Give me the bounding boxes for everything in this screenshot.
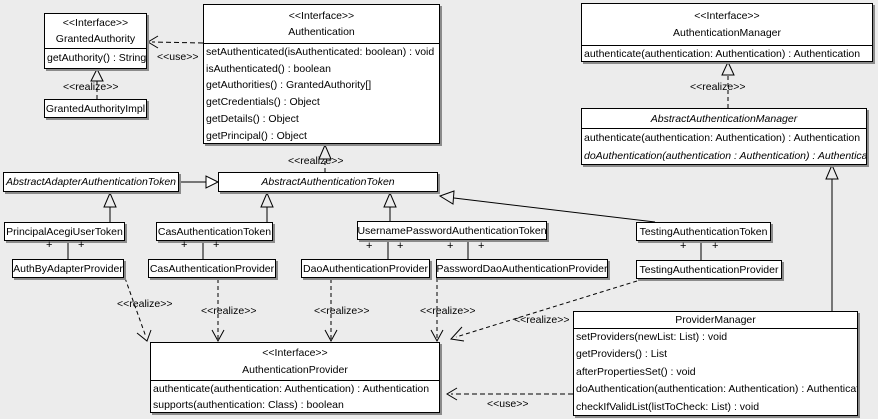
method-label: setProviders(newList: List) : void	[576, 331, 728, 343]
class-name: TestingAuthenticationProvider	[639, 263, 779, 276]
class-name: AuthenticationProvider	[242, 363, 348, 376]
class-authbyadapterprovider[interactable]: AuthByAdapterProvider	[12, 259, 124, 278]
plus-marker: +	[78, 239, 85, 251]
class-name: DaoAuthenticationProvider	[303, 262, 428, 275]
class-name: AuthenticationManager	[673, 27, 781, 40]
realize-arrow-grantedauthorityimpl	[90, 67, 104, 99]
gen-arrow-providermanager	[825, 163, 839, 311]
gen-arrow-testingauthenticationtoken	[438, 190, 656, 223]
realize-label: <<realize>>	[314, 305, 370, 317]
realize-label: <<realize>>	[63, 81, 119, 93]
class-name: PasswordDaoAuthenticationProvider	[436, 262, 608, 275]
class-name: PrincipalAcegiUserToken	[6, 225, 123, 238]
method-label: getPrincipal() : Object	[206, 129, 307, 142]
stereotype-label: <<Interface>>	[262, 347, 328, 360]
class-principalacegiusertoken[interactable]: PrincipalAcegiUserToken	[4, 222, 125, 241]
class-authenticationprovider[interactable]: <<Interface>> AuthenticationProvider aut…	[150, 342, 440, 413]
realize-arrow-authbyadapterprovider	[124, 277, 152, 342]
class-name: GrantedAuthority	[55, 32, 136, 45]
stereotype-label: <<Interface>>	[694, 9, 760, 22]
class-name: AbstractAdapterAuthenticationToken	[5, 176, 177, 188]
plus-marker: +	[366, 240, 373, 252]
class-abstractauthenticationmanager[interactable]: AbstractAuthenticationManager authentica…	[581, 108, 867, 165]
plus-marker: +	[46, 239, 53, 251]
class-daoauthenticationprovider[interactable]: DaoAuthenticationProvider	[301, 259, 430, 278]
class-providermanager[interactable]: ProviderManager setProviders(newList: Li…	[573, 311, 858, 416]
method-label: doAuthentication(authentication : Authen…	[584, 150, 866, 162]
method-label: setAuthenticated(isAuthenticated: boolea…	[206, 46, 435, 58]
class-grantedauthorityimpl[interactable]: GrantedAuthorityImpl	[44, 99, 147, 118]
realize-arrow-abstractauthenticationmanager	[721, 60, 735, 108]
realize-label: <<realize>>	[420, 305, 476, 317]
class-testingauthenticationprovider[interactable]: TestingAuthenticationProvider	[636, 260, 782, 279]
class-name: ProviderManager	[675, 314, 756, 326]
realize-arrow-daoauthenticationprovider	[324, 279, 338, 343]
class-casauthenticationprovider[interactable]: CasAuthenticationProvider	[148, 259, 276, 278]
method-label: authenticate(authentication: Authenticat…	[584, 132, 861, 144]
method-label: getAuthorities() : GrantedAuthority[]	[206, 79, 372, 92]
realize-label: <<realize>>	[117, 298, 173, 310]
realize-label: <<realize>>	[288, 155, 344, 167]
method-label: afterPropertiesSet() : void	[576, 365, 696, 378]
realize-arrow-casauthenticationprovider	[211, 279, 225, 343]
class-name: AbstractAuthenticationManager	[650, 112, 798, 125]
method-label: supports(authentication: Class) : boolea…	[153, 399, 344, 411]
class-name: CasAuthenticationProvider	[149, 262, 275, 275]
plus-marker: +	[712, 240, 719, 252]
class-name: Authentication	[288, 26, 355, 39]
class-testingauthenticationtoken[interactable]: TestingAuthenticationToken	[636, 222, 771, 241]
use-arrow-authentication-grantedauthority	[147, 35, 204, 49]
class-authenticationmanager[interactable]: <<Interface>> AuthenticationManager auth…	[581, 3, 873, 62]
class-name: TestingAuthenticationToken	[639, 225, 768, 238]
method-label: authenticate(authentication: Authenticat…	[153, 383, 430, 395]
method-label: isAuthenticated() : boolean	[206, 62, 331, 75]
gen-arrow-abstractadapter-abstracttoken	[179, 175, 220, 189]
realize-arrow-abstractauthenticationtoken	[318, 143, 332, 172]
gen-arrow-casauthenticationtoken	[260, 191, 274, 222]
plus-marker: +	[680, 240, 687, 252]
plus-marker: +	[213, 239, 220, 251]
gen-arrow-principalacegiusertoken	[103, 191, 117, 222]
class-name: CasAuthenticationToken	[157, 225, 272, 238]
realize-label: <<realize>>	[514, 314, 570, 326]
class-casauthenticationtoken[interactable]: CasAuthenticationToken	[156, 222, 273, 241]
plus-marker: +	[478, 240, 485, 252]
method-label: getProviders() : List	[576, 348, 668, 361]
class-authentication[interactable]: <<Interface>> Authentication setAuthenti…	[203, 4, 440, 144]
plus-marker: +	[447, 240, 454, 252]
class-name: GrantedAuthorityImpl	[45, 102, 146, 115]
plus-marker: +	[397, 240, 404, 252]
class-abstractadapterauthenticationtoken[interactable]: AbstractAdapterAuthenticationToken	[3, 172, 179, 192]
stereotype-label: <<Interface>>	[62, 17, 129, 30]
class-name: UsernamePasswordAuthenticationToken	[357, 224, 547, 237]
stereotype-label: <<Interface>>	[288, 9, 355, 22]
class-usernamepasswordauthenticationtoken[interactable]: UsernamePasswordAuthenticationToken	[357, 221, 547, 240]
method-label: getDetails() : Object	[206, 112, 299, 125]
use-arrow-providermanager-authenticationprovider	[446, 387, 573, 401]
method-label: getCredentials() : Object	[206, 96, 320, 109]
use-label: <<use>>	[487, 398, 529, 410]
class-grantedauthority[interactable]: <<Interface>> GrantedAuthority getAuthor…	[44, 13, 147, 69]
class-passworddaoauthenticationprovider[interactable]: PasswordDaoAuthenticationProvider	[436, 259, 608, 278]
realize-label: <<realize>>	[690, 81, 746, 93]
method-label: getAuthority() : String	[47, 52, 146, 64]
method-label: doAuthentication(authentication: Authent…	[576, 383, 857, 396]
class-name: AuthByAdapterProvider	[13, 262, 123, 275]
gen-arrow-usernamepasswordtoken	[383, 191, 397, 221]
class-abstractauthenticationtoken[interactable]: AbstractAuthenticationToken	[218, 172, 438, 192]
method-label: authenticate(authentication: Authenticat…	[584, 48, 861, 60]
use-label: <<use>>	[157, 51, 199, 63]
realize-label: <<realize>>	[201, 305, 257, 317]
realize-arrow-passworddaoprovider	[430, 278, 444, 343]
method-label: checkIfValidList(listToCheck: List) : vo…	[576, 400, 760, 413]
class-name: AbstractAuthenticationToken	[261, 176, 395, 188]
realize-arrow-testingauthenticationprovider	[449, 280, 638, 342]
plus-marker: +	[181, 239, 188, 251]
